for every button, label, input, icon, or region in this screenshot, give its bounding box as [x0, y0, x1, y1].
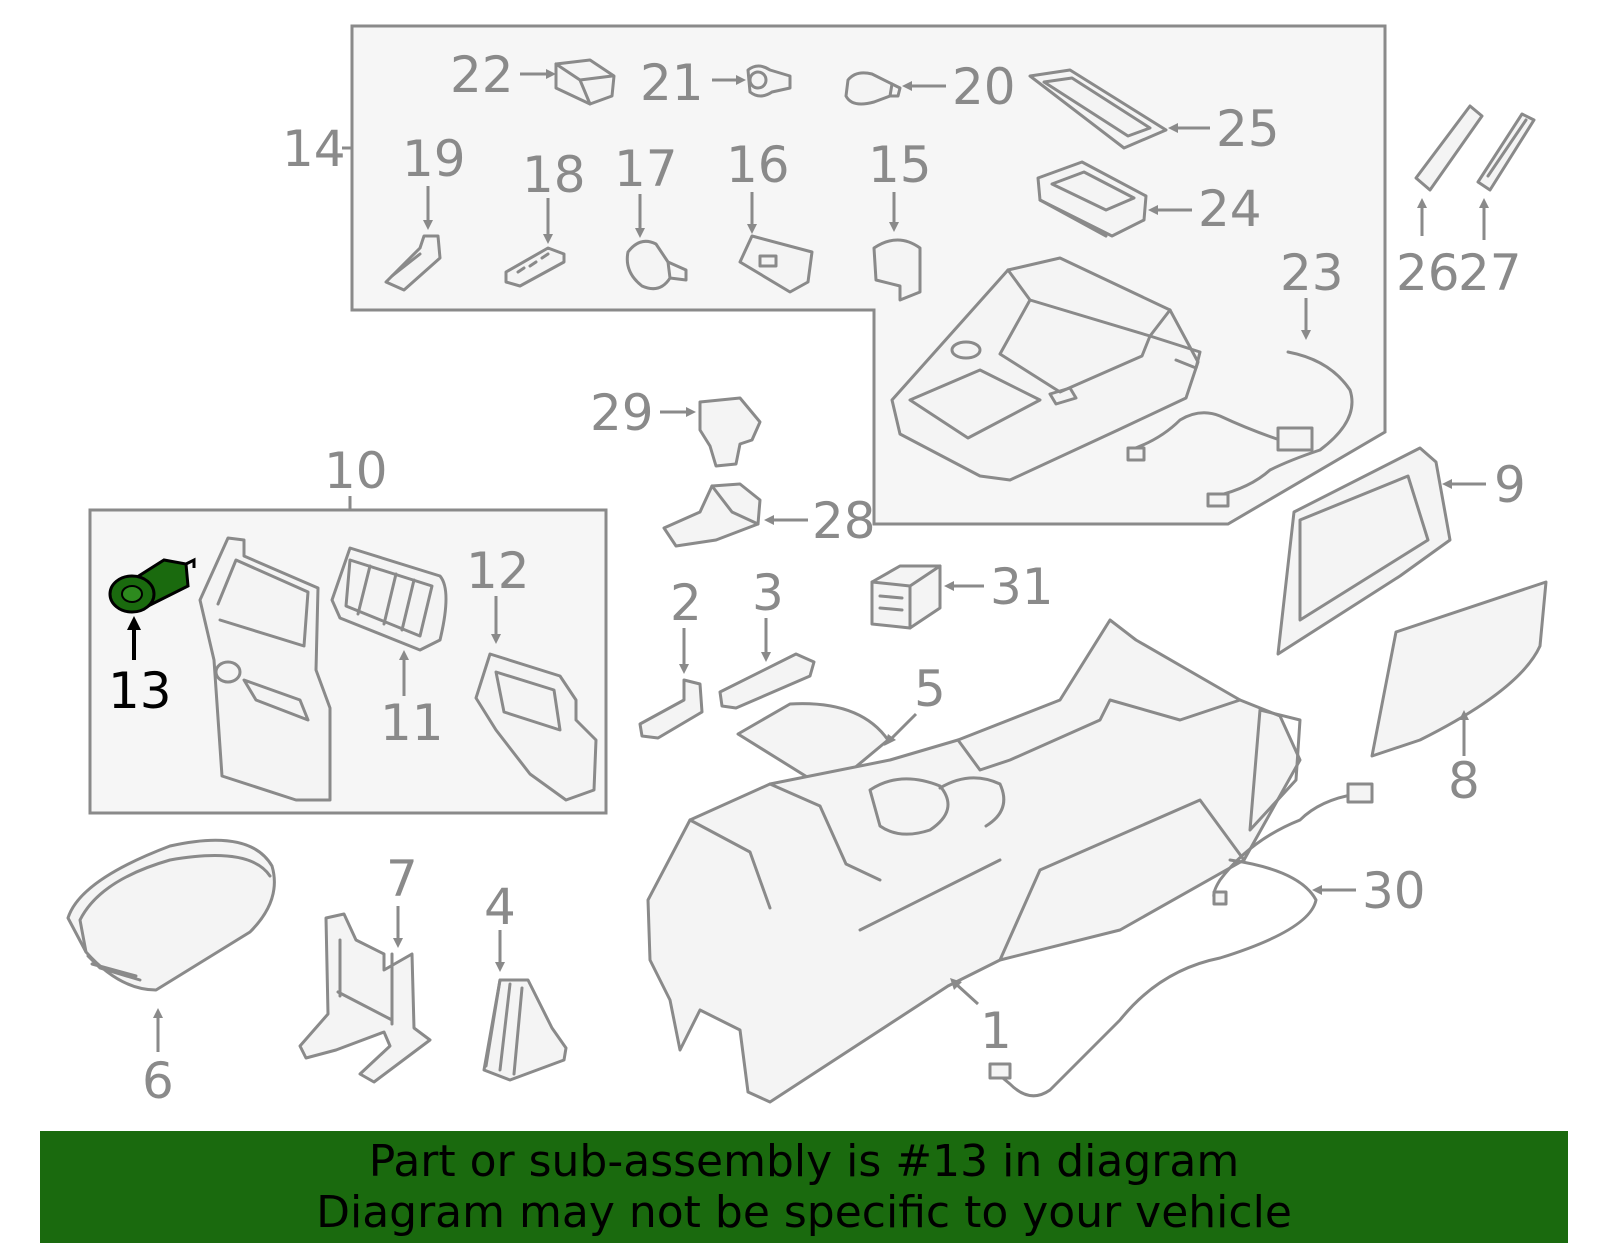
- part-2-bracket: [638, 678, 704, 740]
- callout-18: 18: [522, 146, 586, 204]
- callout-28: 28: [812, 492, 876, 550]
- callout-9: 9: [1494, 456, 1526, 514]
- callout-20: 20: [952, 58, 1016, 116]
- part-17-knob: [625, 239, 688, 291]
- callout-21: 21: [640, 54, 704, 112]
- part-11-air-vent: [330, 546, 448, 652]
- part-9-side-panel: [1276, 446, 1452, 656]
- callout-19: 19: [402, 130, 466, 188]
- part-25-tray-plate: [1028, 68, 1168, 150]
- callout-17: 17: [614, 140, 678, 198]
- callout-26: 26: [1396, 244, 1460, 302]
- part-12-cover: [474, 652, 598, 802]
- callout-15: 15: [868, 136, 932, 194]
- part-27-trim-strip: [1476, 112, 1536, 192]
- callout-2: 2: [670, 574, 702, 632]
- part-23-wiring: [1126, 350, 1354, 508]
- callout-31: 31: [990, 558, 1054, 616]
- upper-console-body: [890, 256, 1202, 482]
- part-30-wiring-harness: [988, 782, 1374, 1098]
- callout-6: 6: [142, 1052, 174, 1110]
- callout-1: 1: [980, 1002, 1012, 1060]
- part-10-rear-bezel: [198, 536, 332, 802]
- banner-line-1: Part or sub-assembly is #13 in diagram: [368, 1136, 1240, 1187]
- part-24-tray: [1036, 160, 1148, 238]
- part-26-trim-strip: [1414, 104, 1484, 192]
- part-3-trim: [718, 652, 816, 710]
- part-29-shift-knob: [698, 396, 762, 468]
- callout-22: 22: [450, 46, 514, 104]
- callout-7: 7: [386, 850, 418, 908]
- part-21-socket: [746, 64, 792, 98]
- callout-30: 30: [1362, 862, 1426, 920]
- part-15-cap: [872, 238, 922, 302]
- part-7-bracket: [298, 912, 432, 1084]
- callout-24: 24: [1198, 180, 1262, 238]
- part-8-side-panel: [1370, 580, 1548, 758]
- part-28-shift-boot: [662, 482, 762, 548]
- part-31-module: [870, 564, 942, 630]
- callout-3: 3: [752, 564, 784, 622]
- part-22-switch: [554, 58, 616, 106]
- callout-12: 12: [466, 542, 530, 600]
- part-18-switch-strip: [504, 246, 566, 288]
- banner-line-2: Diagram may not be specific to your vehi…: [316, 1187, 1292, 1238]
- callout-4: 4: [484, 878, 516, 936]
- callout-25: 25: [1216, 100, 1280, 158]
- part-6-armrest: [66, 838, 276, 992]
- callout-14: 14: [282, 120, 346, 178]
- callout-16: 16: [726, 136, 790, 194]
- callout-8: 8: [1448, 752, 1480, 810]
- callout-27: 27: [1458, 244, 1522, 302]
- part-16-panel: [738, 234, 814, 294]
- callout-11: 11: [380, 694, 444, 752]
- callout-29: 29: [590, 384, 654, 442]
- part-20-socket: [844, 71, 902, 106]
- callout-23: 23: [1280, 244, 1344, 302]
- callout-arrows: [127, 69, 1489, 1052]
- part-4-panel: [482, 978, 568, 1082]
- callout-5: 5: [914, 660, 946, 718]
- part-13-power-outlet: [108, 557, 196, 614]
- callout-10: 10: [324, 442, 388, 500]
- part-1-center-console: [646, 618, 1302, 1104]
- part-19-lever: [384, 234, 442, 292]
- notice-banner: Part or sub-assembly is #13 in diagram D…: [40, 1131, 1568, 1243]
- callout-13: 13: [108, 662, 172, 720]
